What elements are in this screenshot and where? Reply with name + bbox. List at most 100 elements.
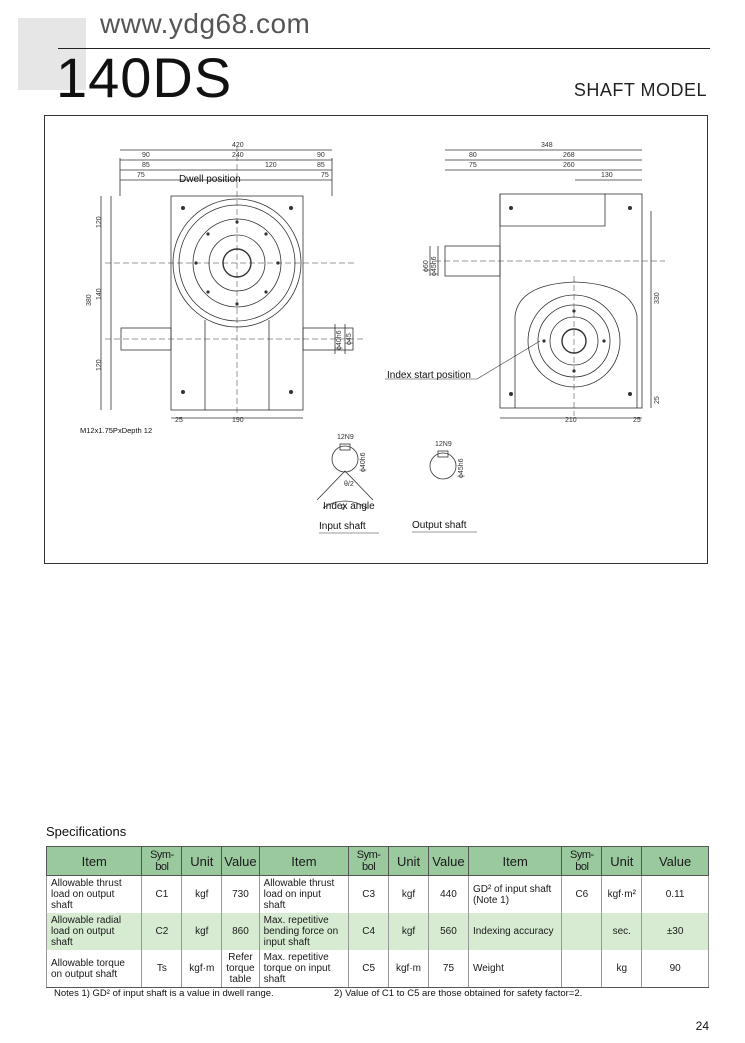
dim-text: 420	[232, 142, 244, 149]
dim-text: 268	[563, 152, 575, 159]
dim-text: ϕ45	[346, 333, 353, 345]
side-view-body	[429, 149, 665, 419]
dim-text: ϕ40h6	[360, 452, 367, 472]
page-number: 24	[695, 1019, 709, 1033]
page-subtitle: SHAFT MODEL	[573, 80, 707, 100]
table-cell: Allowable torque on output shaft	[45, 950, 143, 988]
dim-text: 12N9	[337, 434, 354, 441]
technical-drawing-frame: 420 90 240 90 85 120 85 75 75 120 380 14…	[44, 115, 708, 564]
table-cell: sec.	[601, 913, 643, 950]
dim-text: 25	[633, 417, 641, 424]
dim-text: 120	[96, 359, 103, 371]
dim-text: 75	[321, 172, 329, 179]
header-corner-block	[18, 18, 86, 90]
table-header-row: Item Sym-bol Unit Value Item Sym-bol Uni…	[45, 846, 709, 876]
table-cell: kgf	[181, 875, 223, 913]
table-cell: Weight	[467, 950, 563, 988]
table-cell	[561, 950, 603, 988]
table-cell: kgf·m	[181, 950, 223, 988]
dim-text: 90	[317, 152, 325, 159]
column-header: Unit	[388, 846, 429, 876]
dim-text: 380	[86, 294, 93, 306]
dim-text: 85	[142, 162, 150, 169]
thread-callout-label: M12x1.75PxDepth 12	[80, 426, 152, 435]
table-cell: Allowable thrust load on output shaft	[45, 875, 143, 913]
table-cell: kgf·m²	[601, 875, 643, 913]
column-header: Item	[45, 846, 143, 876]
table-cell: C1	[141, 875, 183, 913]
dim-text: 190	[232, 417, 244, 424]
column-header: Sym-bol	[348, 846, 390, 876]
table-cell: C6	[561, 875, 603, 913]
dim-text: 80	[469, 152, 477, 159]
specifications-title: Specifications	[46, 824, 127, 839]
column-header: Item	[258, 846, 350, 876]
table-row: Allowable radial load on output shaft C2…	[45, 913, 709, 950]
table-row: Allowable thrust load on output shaft C1…	[45, 875, 709, 913]
dim-text: 120	[265, 162, 277, 169]
dim-text: 140	[96, 288, 103, 300]
column-header: Value	[427, 846, 469, 876]
dim-text: 260	[563, 162, 575, 169]
table-cell: 0.11	[641, 875, 709, 913]
site-url: www.ydg68.com	[100, 8, 311, 39]
dim-text: θ/2	[344, 481, 354, 488]
table-cell: kgf	[181, 913, 223, 950]
column-header: Sym-bol	[141, 846, 183, 876]
dim-text: 120	[96, 216, 103, 228]
dim-text: 240	[232, 152, 244, 159]
dim-text: 25	[654, 396, 661, 404]
header-rule	[58, 48, 710, 49]
index-start-position-label: Index start position	[387, 370, 471, 381]
input-shaft-label: Input shaft	[319, 521, 366, 532]
index-angle-label: Index angle	[323, 501, 375, 512]
table-cell: 730	[221, 875, 260, 913]
dim-text: 12N9	[435, 441, 452, 448]
table-cell: 440	[427, 875, 469, 913]
table-cell: C4	[348, 913, 390, 950]
dim-text: 25	[175, 417, 183, 424]
table-row: Allowable torque on output shaft Ts kgf·…	[45, 950, 709, 988]
dim-text: 330	[654, 292, 661, 304]
table-cell: 90	[641, 950, 709, 988]
column-header: Value	[641, 846, 709, 876]
shaft-details	[316, 443, 457, 509]
dim-text: 348	[541, 142, 553, 149]
dwell-position-label: Dwell position	[179, 174, 241, 185]
column-header: Item	[467, 846, 563, 876]
table-cell: kgf·m	[388, 950, 429, 988]
table-cell: ±30	[641, 913, 709, 950]
table-cell: kgf	[388, 913, 429, 950]
table-cell: Allowable thrust load on input shaft	[258, 875, 350, 913]
output-shaft-label: Output shaft	[412, 520, 467, 531]
table-cell	[561, 913, 603, 950]
dim-text: 75	[137, 172, 145, 179]
table-cell: Allowable radial load on output shaft	[45, 913, 143, 950]
dim-text: 130	[601, 172, 613, 179]
table-cell: C3	[348, 875, 390, 913]
table-cell: C5	[348, 950, 390, 988]
technical-drawing: 420 90 240 90 85 120 85 75 75 120 380 14…	[80, 142, 665, 534]
model-title: 140DS	[56, 46, 233, 109]
table-cell: C2	[141, 913, 183, 950]
specifications-table: Item Sym-bol Unit Value Item Sym-bol Uni…	[45, 846, 709, 988]
table-cell: GD² of input shaft (Note 1)	[467, 875, 563, 913]
footnote-1: Notes 1) GD² of input shaft is a value i…	[54, 988, 274, 999]
table-cell: Max. repetitive bending force on input s…	[258, 913, 350, 950]
column-header: Unit	[601, 846, 643, 876]
table-cell: Refer torque table	[221, 950, 260, 988]
dim-text: ϕ45h6	[431, 256, 438, 276]
table-cell: Indexing accuracy	[467, 913, 563, 950]
dim-text: θ	[341, 505, 345, 512]
dim-text: 75	[469, 162, 477, 169]
footnote-2: 2) Value of C1 to C5 are those obtained …	[334, 988, 583, 999]
dim-text: 85	[317, 162, 325, 169]
dim-text: 210	[565, 417, 577, 424]
front-view-body	[100, 146, 365, 419]
table-cell: 560	[427, 913, 469, 950]
dim-text: ϕ60	[423, 260, 430, 272]
table-cell: 75	[427, 950, 469, 988]
column-header: Value	[221, 846, 260, 876]
dim-text: ϕ45h6	[458, 458, 465, 478]
dim-text: 90	[142, 152, 150, 159]
